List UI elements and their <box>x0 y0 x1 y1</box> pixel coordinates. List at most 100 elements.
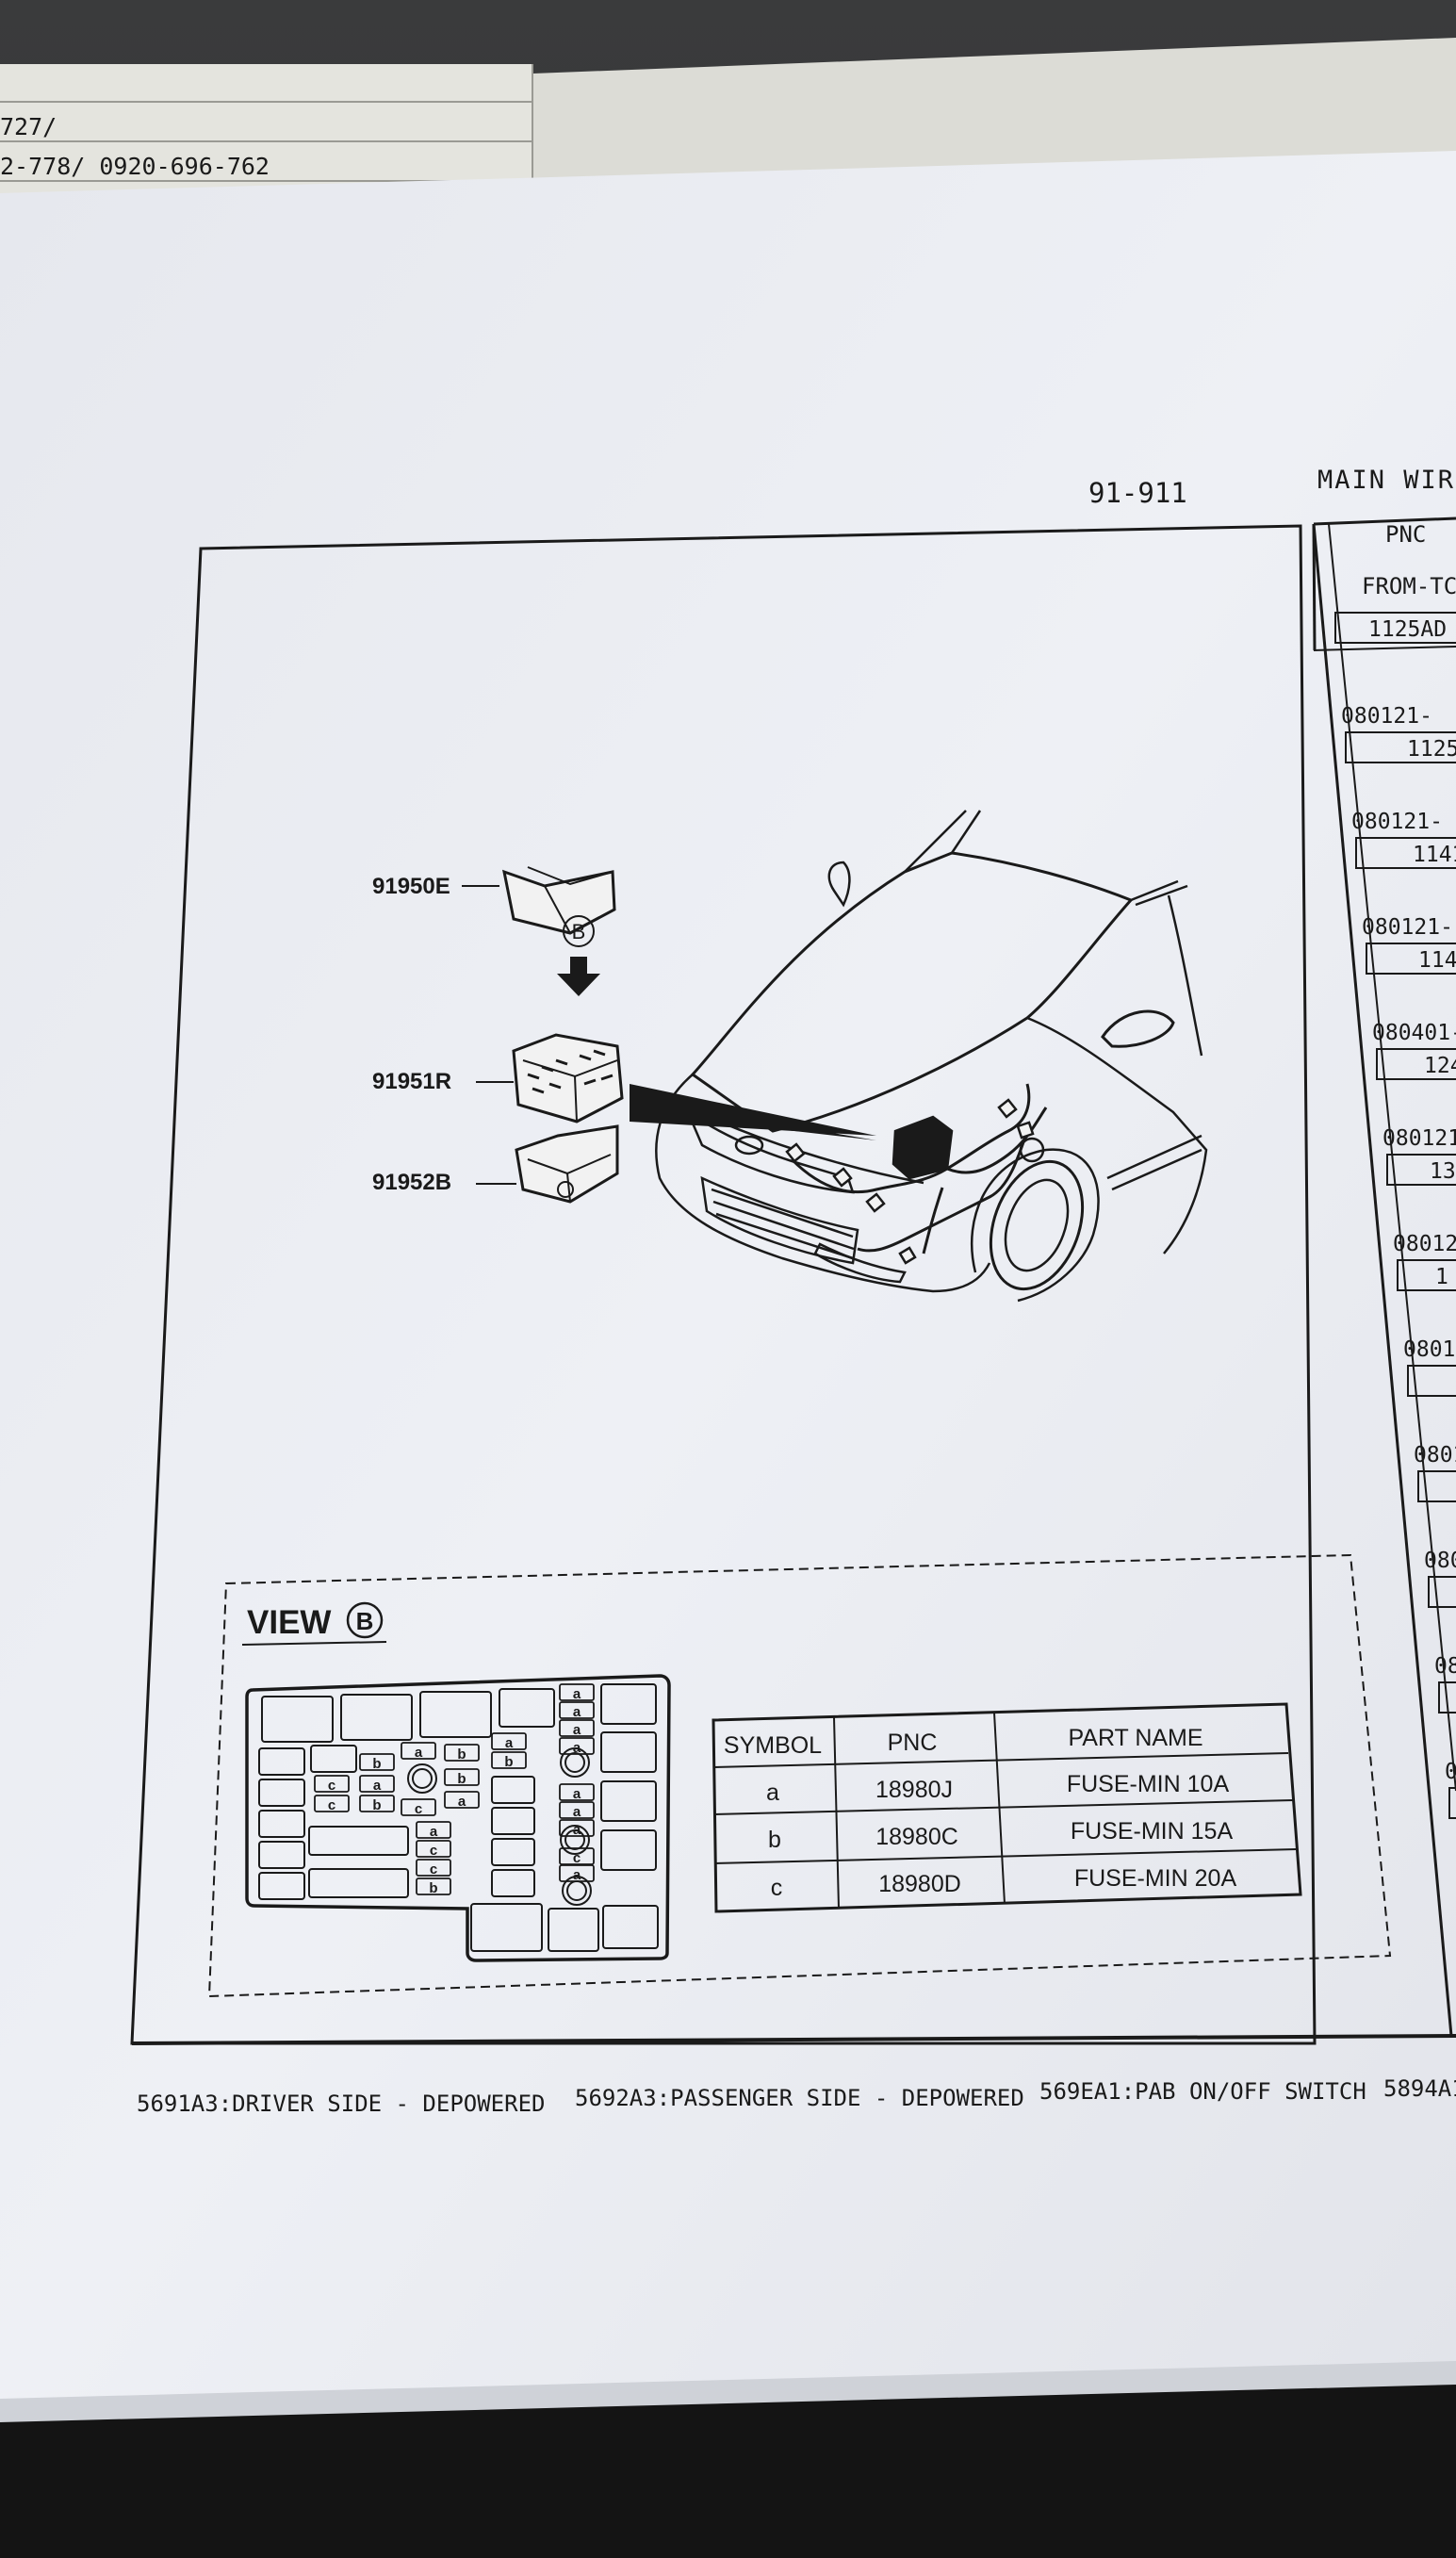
fuse-slot-symbol: a <box>415 1745 423 1761</box>
fuse-slot-symbol: a <box>430 1824 438 1840</box>
fuse-slot-symbol: c <box>573 1850 581 1866</box>
section-title: MAIN WIR <box>1317 466 1455 495</box>
footer: 5691A3:DRIVER SIDE - DEPOWERED 5692A3:PA… <box>137 2075 1456 2117</box>
fuse-slot-symbol: c <box>415 1801 422 1817</box>
fuse-row-b-name: FUSE-MIN 15A <box>1071 1818 1234 1845</box>
fuse-box-layout <box>245 1674 671 1962</box>
fuse-row-b-symbol: b <box>768 1827 781 1853</box>
fuse-slot-symbol: a <box>373 1778 382 1794</box>
fuse-slot <box>314 1795 350 1812</box>
fuse-slot <box>401 1798 436 1816</box>
ref-row-pnc: 124 <box>1424 1054 1456 1078</box>
diagram-frame <box>130 524 1317 2045</box>
fuse-slot <box>314 1775 350 1793</box>
fuse-slot-symbol: a <box>573 1704 581 1720</box>
footer-text-3: 569EA1:PAB ON/OFF SWITCH <box>1039 2078 1366 2105</box>
ref-row-code: 080401- <box>1372 1021 1456 1045</box>
fuse-slot-symbol: a <box>573 1804 581 1820</box>
ref-row-box <box>1334 612 1456 644</box>
fuse-slot <box>559 1819 595 1837</box>
ref-row-box <box>1345 731 1456 763</box>
ref-row-box <box>1417 1470 1456 1502</box>
ref-row-box <box>1355 837 1456 869</box>
fuse-slot-symbol: a <box>573 1722 581 1738</box>
fuse-slot <box>444 1768 480 1786</box>
fuse-row-a-symbol: a <box>766 1779 779 1806</box>
fuse-row-b-pnc: 18980C <box>875 1824 958 1850</box>
page-code: 91-911 <box>1088 477 1187 509</box>
ref-row-box <box>1366 943 1456 975</box>
fuse-slot-symbol: b <box>504 1754 513 1770</box>
fuse-slot <box>416 1821 451 1839</box>
ref-row-pnc: 1125AD <box>1368 617 1447 642</box>
fuse-slot-symbol: b <box>457 1771 466 1787</box>
fuse-slot-symbol: b <box>429 1880 437 1896</box>
fuse-slot <box>491 1751 527 1769</box>
fuse-slot-symbol: c <box>430 1861 437 1878</box>
fuse-slot <box>401 1742 436 1760</box>
ref-row-code: 080 <box>1424 1549 1456 1573</box>
ref-rows: 1125AD080121-1125K080121-1141080121-(114… <box>1334 612 1456 1819</box>
fuse-slot <box>559 1864 595 1882</box>
parts-callouts: 91950E B 91951R 91952B <box>372 866 624 1204</box>
ref-row-code: 08012 <box>1393 1232 1456 1256</box>
ref-row-code: 0 <box>1445 1760 1456 1784</box>
fuse-slot <box>444 1791 480 1809</box>
fuse-slot-symbol: a <box>458 1794 466 1810</box>
fuse-row-c-name: FUSE-MIN 20A <box>1074 1865 1237 1892</box>
fuse-slot <box>491 1732 527 1750</box>
fuse-row-c-pnc: 18980D <box>878 1871 961 1897</box>
part-label-cover: 91950E <box>372 874 450 899</box>
ref-row-code: 08 <box>1434 1654 1456 1679</box>
view-title-marker <box>346 1601 384 1639</box>
ref-row-code: 080121 <box>1382 1126 1456 1151</box>
ref-row-box <box>1386 1154 1456 1186</box>
car-front-drawing <box>655 810 1208 1303</box>
part-label-bracket: 91952B <box>372 1170 451 1195</box>
fuse-slot-symbol: b <box>372 1756 381 1772</box>
top-sheet-line-1: 727/ <box>0 113 57 140</box>
fuse-slot <box>559 1719 595 1737</box>
fuse-slot <box>416 1859 451 1877</box>
fuse-block-drawing <box>512 1033 624 1123</box>
fuse-row-a-pnc: 18980J <box>875 1777 953 1803</box>
fuse-slot <box>559 1801 595 1819</box>
ref-row-code: 0801 <box>1414 1443 1456 1468</box>
ref-row-pnc: 114 <box>1418 948 1456 973</box>
footer-rule <box>131 2034 1456 2045</box>
fuse-slot-symbol: a <box>573 1786 581 1802</box>
footer-text-4: 5894A1 <box>1383 2075 1456 2102</box>
ref-row-pnc: 1141 <box>1413 843 1456 867</box>
ref-row-pnc: 1125K <box>1407 737 1456 762</box>
ref-row-box <box>1448 1787 1456 1819</box>
view-b-marker-letter: B <box>572 920 586 943</box>
fuse-slot <box>416 1840 451 1858</box>
fuse-table: SYMBOL PNC PART NAME a 18980J FUSE-MIN 1… <box>712 1702 1302 1913</box>
fuse-slot <box>559 1783 595 1801</box>
ref-col-from-to: FROM-TC <box>1362 573 1456 599</box>
leader-wedge-body <box>630 1084 876 1136</box>
fuse-table-header-symbol: SYMBOL <box>724 1732 822 1759</box>
fuse-row-c-symbol: c <box>771 1875 783 1901</box>
view-b-panel: VIEW B <box>207 1553 1392 1998</box>
fuse-slot-symbol: a <box>573 1686 581 1702</box>
view-title: VIEW <box>247 1604 331 1641</box>
ref-row-pnc: 1 <box>1435 1265 1448 1289</box>
fuse-slot <box>444 1744 480 1762</box>
part-label-block: 91951R <box>372 1069 451 1094</box>
fuse-slot <box>416 1878 451 1895</box>
fuse-slot-symbol: c <box>328 1778 335 1794</box>
fuse-slot <box>359 1753 395 1771</box>
ref-row-code: 080121- <box>1341 704 1432 729</box>
fuse-slot <box>359 1795 395 1812</box>
fuse-slot-symbol: b <box>457 1746 466 1763</box>
bracket-drawing <box>515 1124 619 1204</box>
ref-row-box <box>1407 1365 1456 1397</box>
ref-row-box <box>1397 1259 1456 1291</box>
fuse-slot-symbol: c <box>328 1797 335 1813</box>
fuse-table-header-pnc: PNC <box>888 1730 938 1756</box>
fuse-slot <box>359 1775 395 1793</box>
ref-row-code: 080121- <box>1351 810 1443 834</box>
fuse-slot-symbol: a <box>573 1822 581 1838</box>
